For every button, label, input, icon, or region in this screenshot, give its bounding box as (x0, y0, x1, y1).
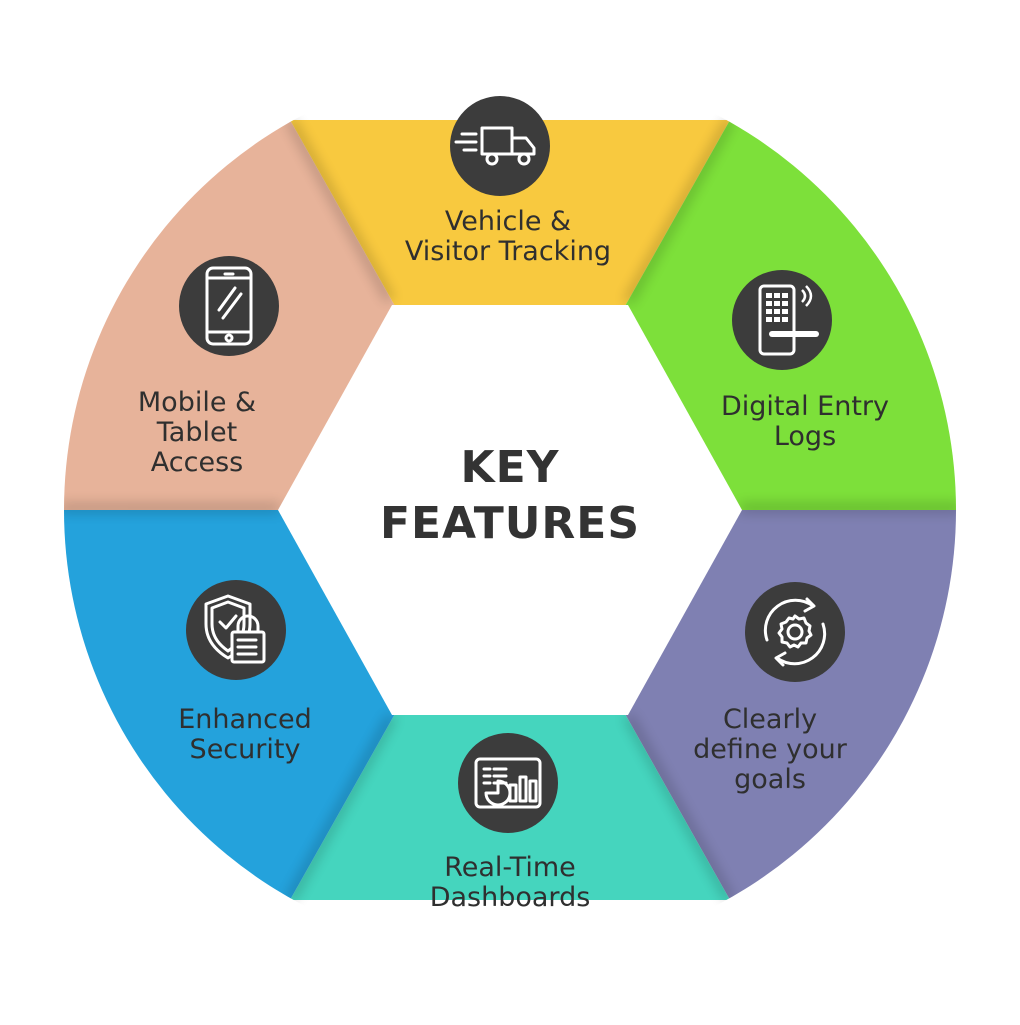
label-security: Enhanced Security (178, 705, 312, 765)
shield-lock-icon (186, 580, 286, 680)
label-line: Logs (773, 421, 837, 452)
center-title-line-1: KEY (460, 442, 560, 493)
label-line: Enhanced (178, 704, 312, 735)
label-line: goals (734, 764, 806, 795)
label-line: Security (189, 734, 301, 765)
label-line: Digital Entry (721, 391, 889, 422)
label-line: Vehicle & (444, 206, 572, 237)
label-goals: Clearly define your goals (693, 705, 847, 795)
label-line: Access (150, 447, 244, 478)
label-digital-entry: Digital Entry Logs (721, 392, 889, 452)
label-line: define your (693, 734, 847, 765)
label-line: Dashboards (429, 882, 591, 913)
label-line: Mobile & (137, 387, 257, 418)
label-mobile: Mobile & Tablet Access (138, 388, 256, 478)
label-dashboards: Real-Time Dashboards (430, 853, 591, 913)
smartphone-icon (179, 256, 279, 356)
dashboard-chart-icon (458, 733, 558, 833)
center-title-line-2: FEATURES (379, 498, 641, 549)
label-vehicle: Vehicle & Visitor Tracking (405, 207, 611, 267)
gear-cycle-icon (745, 582, 845, 682)
keypad-door-lock-icon (732, 270, 832, 370)
center-title: KEY FEATURES (380, 440, 640, 552)
center-hexagon (278, 305, 742, 715)
label-line: Tablet (156, 417, 238, 448)
label-line: Real-Time (444, 852, 576, 883)
delivery-truck-icon (450, 96, 550, 196)
label-line: Clearly (722, 704, 818, 735)
label-line: Visitor Tracking (404, 236, 612, 267)
